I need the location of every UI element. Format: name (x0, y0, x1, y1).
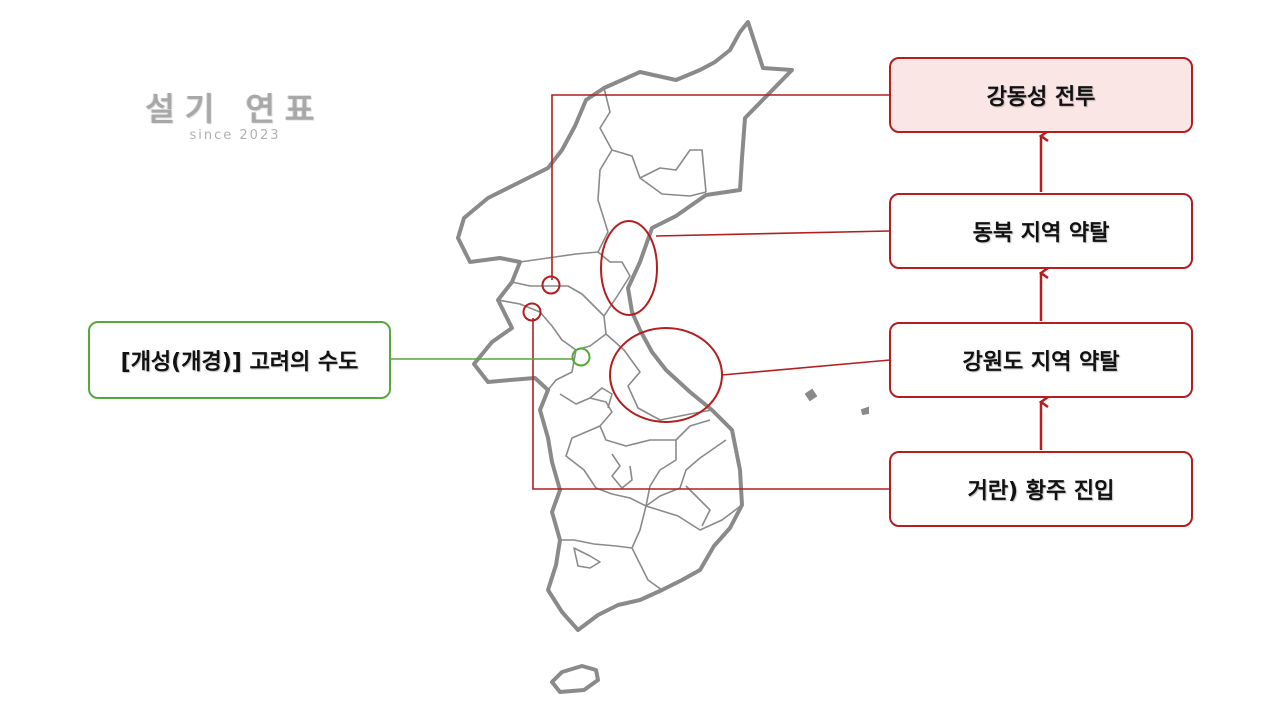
dongbuk-region-ellipse (600, 220, 658, 316)
dokdo-island (860, 406, 869, 416)
capital-label: [개성(개경)] 고려의 수도 (120, 350, 359, 375)
logo-title: 설기 연표 (145, 90, 325, 128)
connectors-red (532, 94, 891, 490)
jeju-island (550, 664, 600, 694)
event-label: 동북 지역 약탈 (972, 221, 1110, 246)
event-label: 거란) 황주 진입 (967, 479, 1115, 504)
gangdong-marker (541, 275, 561, 295)
event-label: 강원도 지역 약탈 (962, 350, 1120, 375)
event-label: 강동성 전투 (986, 85, 1096, 110)
province-borders (497, 87, 743, 591)
gangwon-region-ellipse (609, 327, 723, 423)
event-box-hwangju-entry: 거란) 황주 진입 (889, 451, 1193, 527)
ulleung-island (804, 388, 818, 402)
hwangju-marker (522, 302, 542, 322)
connector-gangwon (721, 359, 891, 376)
logo: 설기 연표 since 2023 (140, 84, 330, 143)
connector-dongbuk (655, 230, 891, 237)
event-box-northeast-raid: 동북 지역 약탈 (889, 193, 1193, 269)
peninsula-outline (456, 20, 794, 632)
label-box-gaeseong-capital: [개성(개경)] 고려의 수도 (88, 321, 391, 399)
connector-hwangju (532, 318, 890, 490)
event-box-gangwon-raid: 강원도 지역 약탈 (889, 322, 1193, 398)
connector-gangdong (551, 94, 890, 280)
event-box-gangdong-battle: 강동성 전투 (889, 57, 1193, 133)
gaeseong-marker (571, 347, 591, 367)
logo-subtitle: since 2023 (189, 128, 281, 143)
